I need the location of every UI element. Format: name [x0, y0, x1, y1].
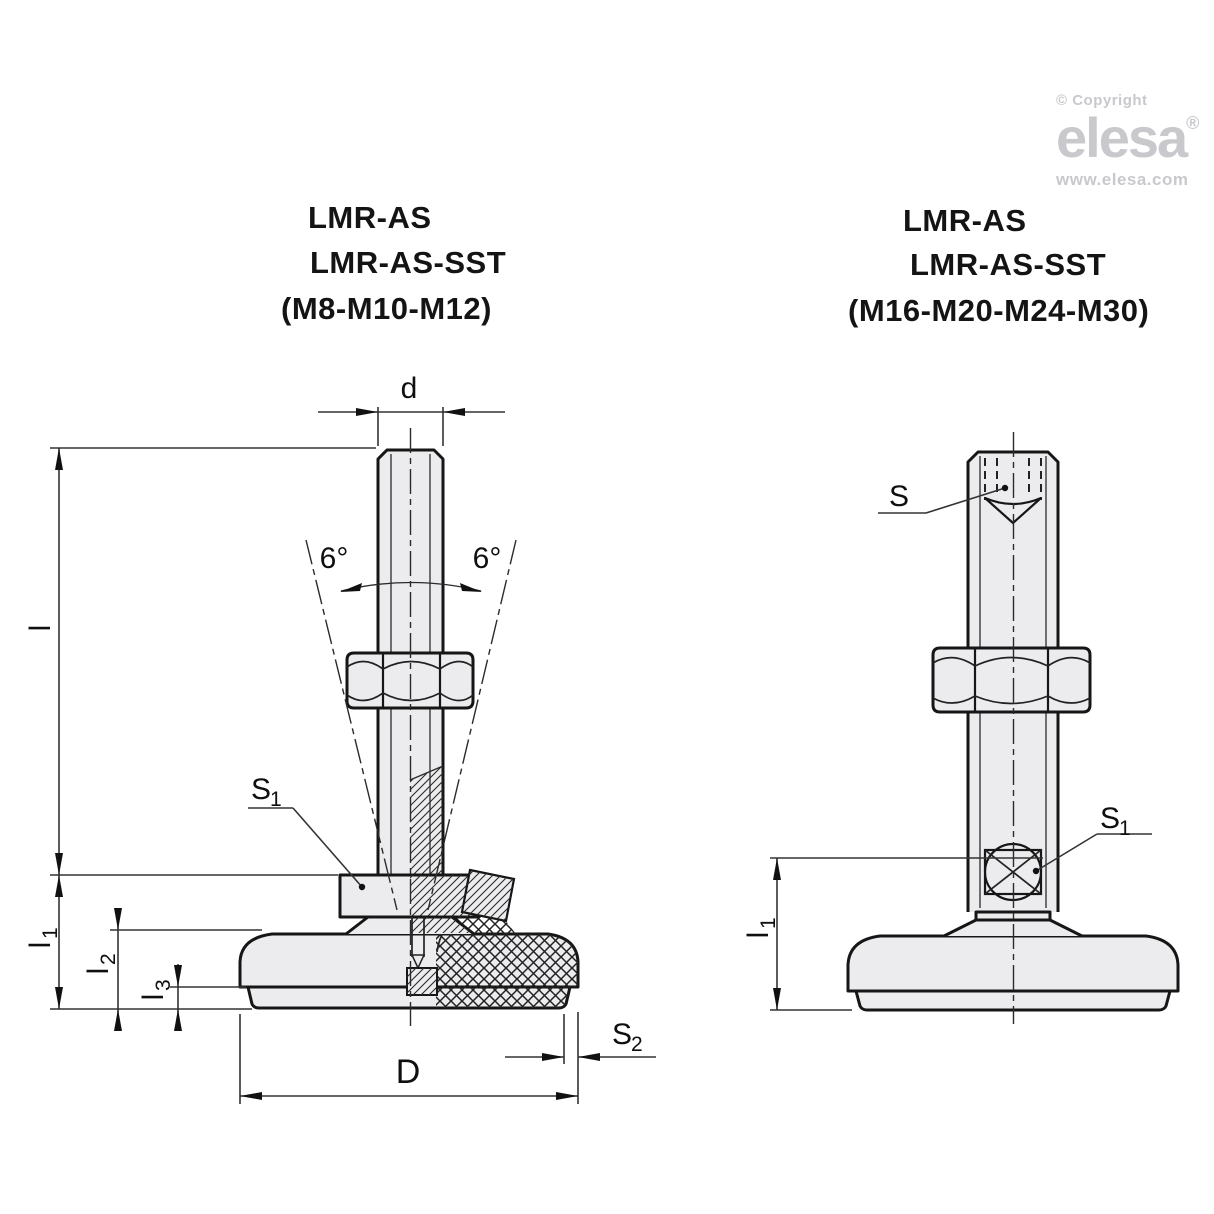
brand-logo: elesa®	[1056, 106, 1200, 169]
svg-text:1: 1	[39, 927, 62, 939]
svg-text:1: 1	[270, 788, 282, 811]
right-title-line2: LMR-AS-SST	[910, 247, 1107, 282]
label-base-diameter: D	[396, 1053, 421, 1091]
left-title-line3: (M8-M10-M12)	[281, 291, 492, 326]
right-title-line1: LMR-AS	[903, 203, 1027, 238]
svg-text:1: 1	[757, 917, 780, 929]
left-figure: d 6° 6°	[24, 372, 656, 1104]
label-tilt-angle-right: 6°	[473, 542, 502, 575]
dim-l1-right: l 1	[742, 857, 1043, 1011]
registered-mark: ®	[1186, 113, 1200, 133]
leader-s1-left: S 1	[248, 773, 366, 891]
tilt-angle-lines	[305, 539, 517, 911]
leader-s1-right: S 1	[1032, 802, 1152, 875]
label-tilt-angle-left: 6°	[320, 542, 349, 575]
svg-text:2: 2	[97, 953, 120, 965]
brand-website: www.elesa.com	[1056, 169, 1189, 189]
label-l2: l 2	[82, 953, 120, 974]
label-socket-size: S	[889, 480, 909, 513]
svg-text:2: 2	[631, 1033, 643, 1056]
left-title-line2: LMR-AS-SST	[310, 245, 507, 280]
label-l1: l 1	[24, 927, 62, 948]
svg-text:l: l	[82, 968, 115, 975]
brand-name: elesa	[1056, 106, 1188, 169]
brand-block: © Copyright elesa® www.elesa.com	[1056, 92, 1199, 190]
leader-s: S	[878, 480, 1009, 514]
dim-s2: S 2	[505, 1014, 656, 1064]
dim-l-stack: l l 1 l 2 l 3	[24, 447, 376, 1031]
left-title-line1: LMR-AS	[308, 200, 432, 235]
hex-nut-right	[931, 646, 1092, 714]
label-l3: l 3	[137, 979, 175, 1000]
label-s1-left: S	[251, 773, 271, 806]
right-title-line3: (M16-M20-M24-M30)	[848, 293, 1150, 328]
label-thread-diameter: d	[401, 372, 418, 405]
svg-text:l: l	[137, 994, 170, 1001]
stud-end-section	[406, 917, 438, 996]
svg-text:l: l	[24, 625, 57, 632]
label-l1-right: l 1	[742, 917, 780, 938]
svg-text:l: l	[24, 942, 57, 949]
dim-D: D	[239, 1012, 579, 1104]
base-disk-right	[846, 934, 1180, 1012]
dim-d: d	[318, 372, 505, 446]
svg-text:1: 1	[1119, 817, 1131, 840]
label-l: l	[24, 625, 57, 632]
label-s1-right: S	[1100, 802, 1120, 835]
washer-flange	[338, 868, 516, 923]
label-s2: S	[612, 1018, 632, 1051]
right-figure: l 1 S S 1	[742, 432, 1180, 1024]
svg-text:l: l	[742, 932, 775, 939]
copyright-text: © Copyright	[1056, 92, 1148, 109]
svg-text:3: 3	[152, 979, 175, 991]
